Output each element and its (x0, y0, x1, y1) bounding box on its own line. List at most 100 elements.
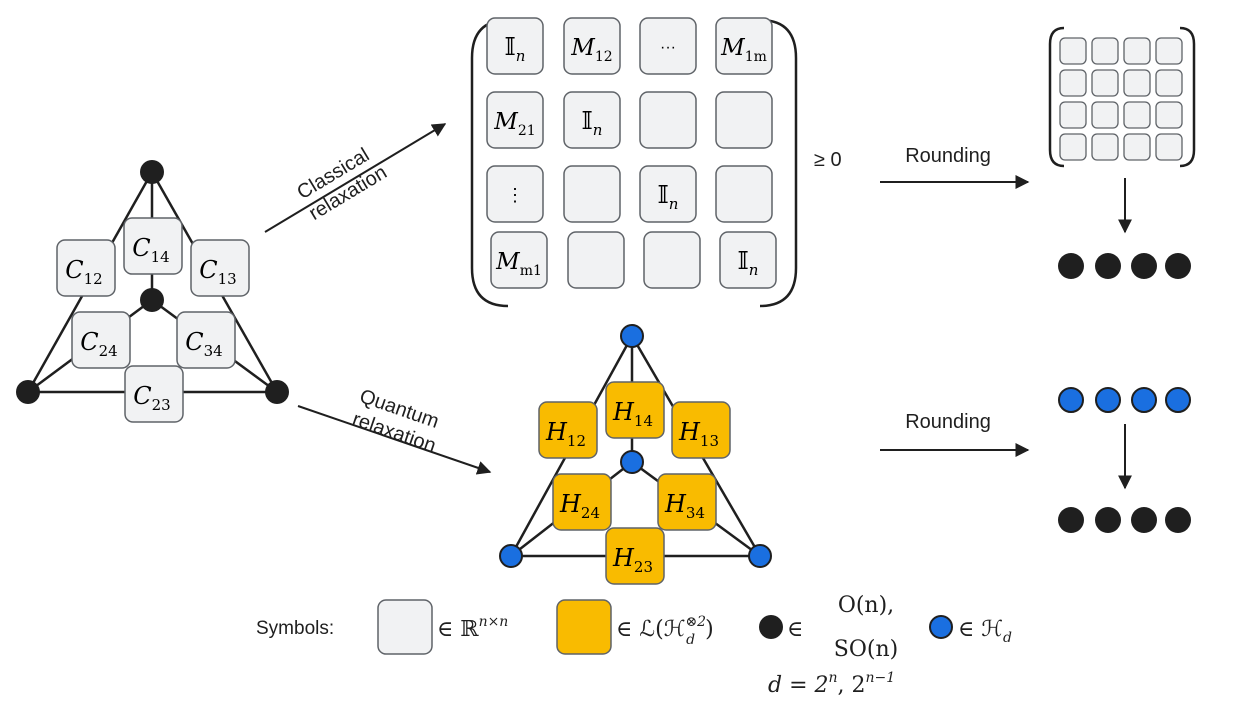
black-node-4 (140, 288, 164, 312)
svg-text:H23: H23 (612, 544, 653, 576)
svg-text:𝕀n: 𝕀n (658, 181, 679, 213)
black-node (1131, 253, 1157, 279)
h12-box: H12 (538, 401, 598, 459)
black-node (1131, 507, 1157, 533)
legend-gold-box (556, 599, 612, 655)
svg-text:C34: C34 (185, 328, 222, 360)
legend-gray-meaning: ∈ ℝn×n (437, 614, 508, 642)
svg-text:H14: H14 (612, 398, 653, 430)
small-matrix-cell (1059, 69, 1087, 97)
svg-text:H13: H13 (678, 418, 719, 450)
blue-node-4 (620, 450, 644, 474)
small-matrix-left-bracket (1048, 26, 1065, 168)
matrix-cell-4-3 (643, 231, 701, 289)
small-matrix-cell (1123, 133, 1151, 161)
legend-d-definition: d = 2n, 2n−1 (768, 670, 895, 698)
black-node (1058, 253, 1084, 279)
matrix-cell-2-1: M21 (486, 91, 544, 149)
matrix-cell-1-1: 𝕀n (486, 17, 544, 75)
black-node (1095, 253, 1121, 279)
small-matrix (1048, 26, 1196, 168)
blue-node-1 (620, 324, 644, 348)
black-node (1058, 507, 1084, 533)
matrix-cell-1-4: M1m (715, 17, 773, 75)
blue-node (1131, 387, 1157, 413)
small-matrix-cell (1155, 37, 1183, 65)
svg-text:M1m: M1m (720, 35, 767, 65)
rounded-blue-nodes (1058, 387, 1191, 413)
small-matrix-cell (1091, 69, 1119, 97)
legend-black-o: O(n), (838, 593, 894, 618)
rounded-black-nodes-top (1058, 253, 1191, 279)
small-matrix-cell (1091, 133, 1119, 161)
relaxation-matrix: 𝕀n M12 ··· M1m M21 𝕀n ⋮ (470, 17, 798, 308)
blue-node (1058, 387, 1084, 413)
matrix-cell-2-4 (715, 91, 773, 149)
small-matrix-cell (1123, 37, 1151, 65)
classical-relaxation-arrow (264, 123, 447, 233)
c23-box: C23 (124, 365, 184, 423)
blue-node-2 (499, 544, 523, 568)
small-matrix-right-bracket (1179, 26, 1196, 168)
legend-gray-box (377, 599, 433, 655)
svg-text:⋮: ⋮ (506, 185, 524, 205)
matrix-cell-3-4 (715, 165, 773, 223)
classical-graph: C12 C14 C13 C24 C34 C23 (16, 160, 289, 423)
black-node-3 (265, 380, 289, 404)
small-matrix-cell (1091, 101, 1119, 129)
small-matrix-cell (1091, 37, 1119, 65)
rounding-bottom-label: Rounding (905, 411, 991, 433)
matrix-cell-1-3: ··· (639, 17, 697, 75)
legend-blue-meaning: ∈ ℋd (958, 617, 1012, 646)
svg-text:𝕀n: 𝕀n (738, 247, 759, 279)
h34-box: H34 (657, 473, 717, 531)
h13-box: H13 (671, 401, 731, 459)
small-matrix-cell (1155, 69, 1183, 97)
small-matrix-cell (1123, 69, 1151, 97)
quantum-label: Quantum relaxation (349, 385, 447, 457)
c14-box: C14 (123, 217, 183, 275)
svg-text:H24: H24 (559, 490, 600, 522)
matrix-right-bracket (759, 18, 798, 308)
black-node-2 (16, 380, 40, 404)
legend-black-so: SO(n) (834, 637, 898, 662)
svg-text:C24: C24 (80, 328, 117, 360)
legend-black-in: ∈ (787, 617, 803, 642)
svg-text:𝕀n: 𝕀n (582, 107, 603, 139)
matrix-cell-3-3: 𝕀n (639, 165, 697, 223)
black-node-1 (140, 160, 164, 184)
svg-text:Mm1: Mm1 (495, 249, 542, 279)
classical-label: Classical relaxation (293, 141, 391, 225)
rounding-top-label: Rounding (905, 145, 991, 167)
small-matrix-cell (1059, 37, 1087, 65)
legend-blue-node (929, 615, 953, 639)
matrix-cell-4-4: 𝕀n (719, 231, 777, 289)
h14-box: H14 (605, 381, 665, 439)
small-matrix-cell (1155, 133, 1183, 161)
matrix-cell-4-1: Mm1 (490, 231, 548, 289)
quantum-relaxation-arrow (297, 405, 492, 475)
black-node (1165, 507, 1191, 533)
matrix-cell-2-2: 𝕀n (563, 91, 621, 149)
svg-text:H34: H34 (664, 490, 705, 522)
blue-node-3 (748, 544, 772, 568)
small-matrix-cell (1059, 133, 1087, 161)
c34-box: C34 (176, 311, 236, 369)
small-matrix-cell (1123, 101, 1151, 129)
svg-text:C14: C14 (132, 234, 169, 266)
svg-text:C12: C12 (65, 256, 102, 288)
small-matrix-cell (1059, 101, 1087, 129)
legend-black-node (759, 615, 783, 639)
psd-label: ≥ 0 (814, 149, 842, 171)
matrix-cell-1-2: M12 (563, 17, 621, 75)
matrix-cell-3-2 (563, 165, 621, 223)
c13-box: C13 (190, 239, 250, 297)
small-matrix-cell (1155, 101, 1183, 129)
svg-text:M12: M12 (570, 35, 612, 65)
matrix-cell-3-1: ⋮ (486, 165, 544, 223)
rounded-black-nodes-bottom (1058, 507, 1191, 533)
blue-node (1095, 387, 1121, 413)
